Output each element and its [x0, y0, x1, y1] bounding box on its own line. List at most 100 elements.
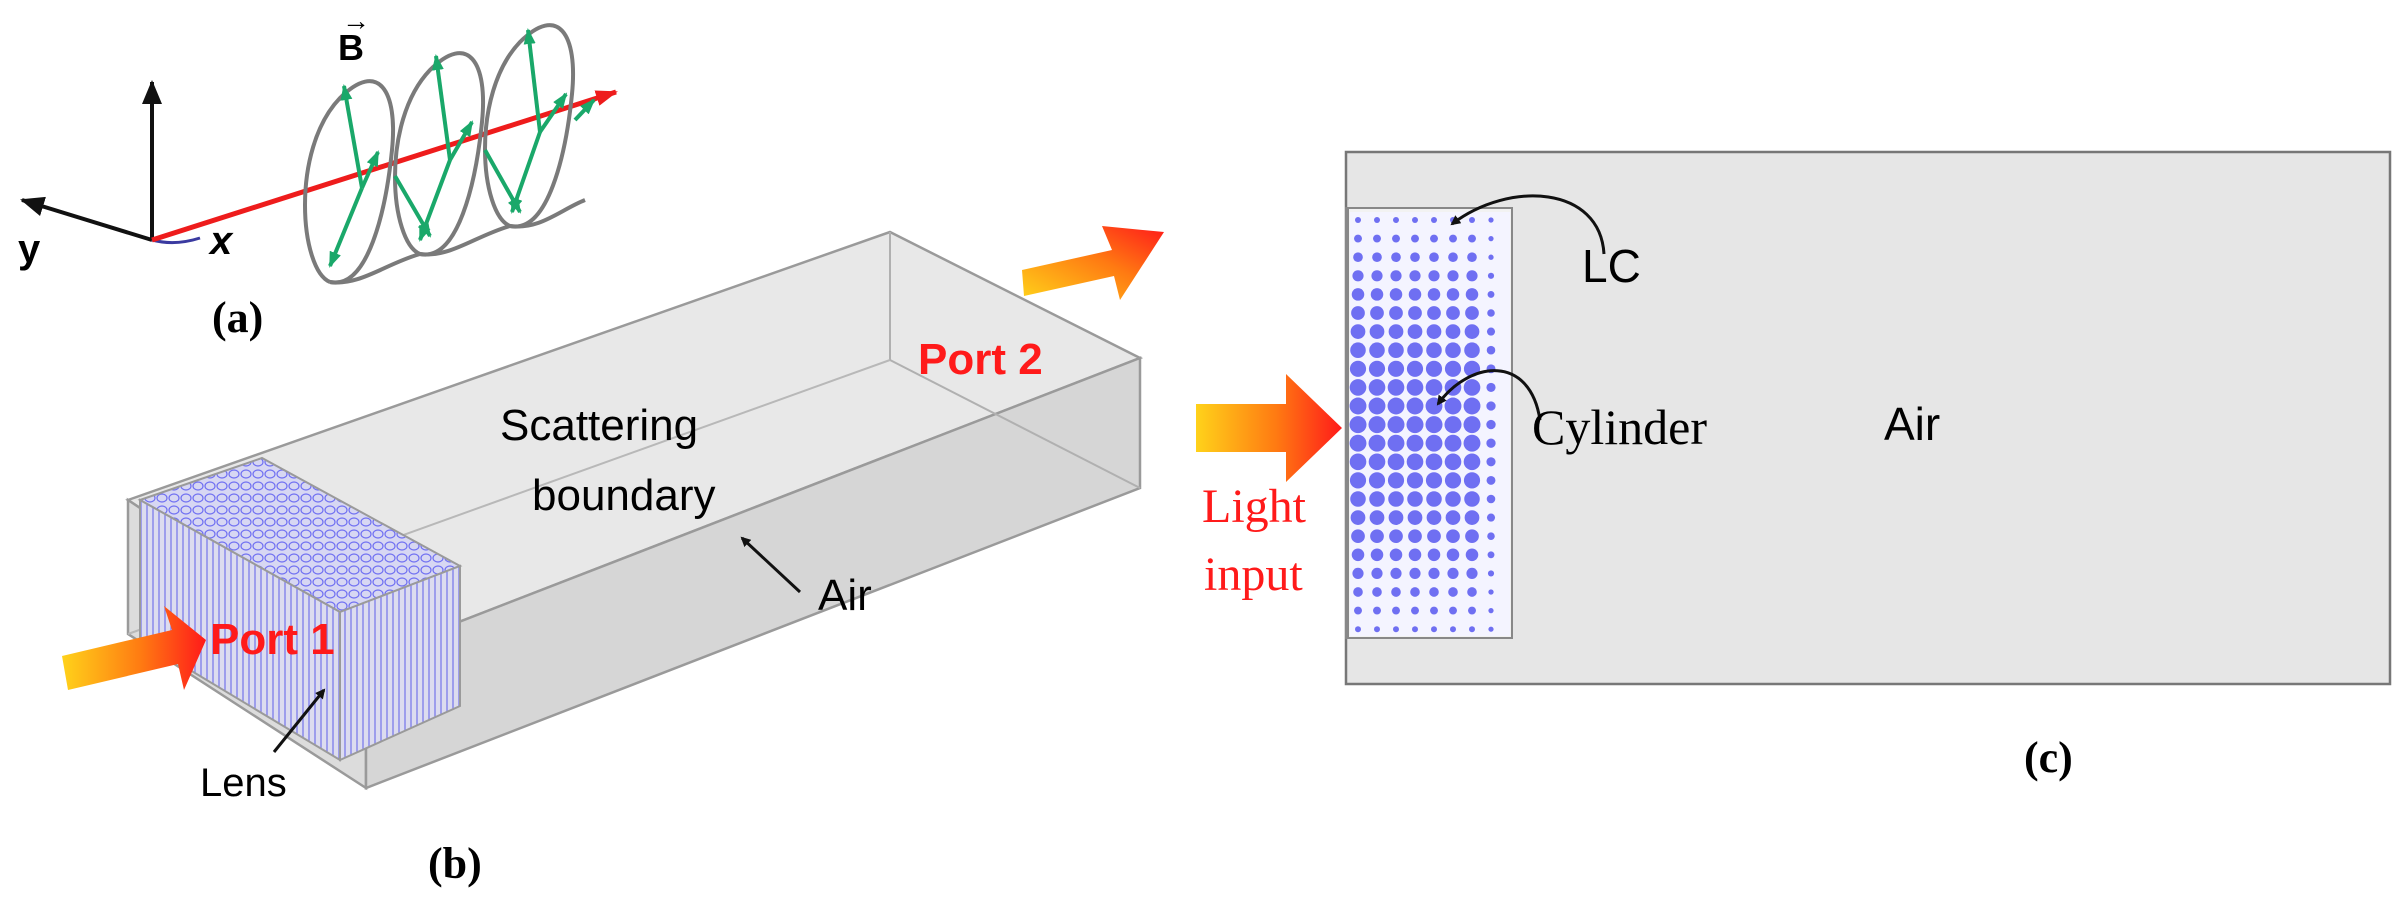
cylinder-dot: [1487, 570, 1495, 577]
cylinder-dot: [1389, 529, 1403, 544]
cylinder-dot: [1368, 416, 1386, 434]
cylinder-dot: [1368, 360, 1386, 377]
cylinder-dot: [1369, 491, 1385, 507]
cylinder-dot: [1448, 252, 1458, 263]
cylinder-dot: [1372, 252, 1382, 263]
cylinder-dot: [1468, 606, 1476, 615]
cylinder-dot: [1469, 217, 1475, 223]
field-vectors: [328, 28, 596, 268]
cylinder-dot: [1425, 360, 1443, 377]
cylinder-dot: [1411, 606, 1419, 615]
cylinder-dot: [1406, 360, 1424, 377]
cylinder-dot: [1446, 548, 1460, 562]
cylinder-dot: [1427, 306, 1441, 320]
air-region: [1344, 150, 2392, 686]
cylinder-dot: [1406, 416, 1424, 434]
scattering-label-line2: boundary: [532, 471, 715, 520]
cylinder-dot: [1429, 587, 1439, 597]
helix: [303, 23, 586, 285]
cylinder-dot: [1368, 379, 1386, 396]
cylinder-dot: [1407, 342, 1423, 358]
cylinder-dot: [1463, 453, 1481, 471]
cylinder-dot: [1466, 270, 1478, 282]
cylinder-dot: [1486, 513, 1496, 522]
cylinder-dot: [1425, 453, 1443, 471]
light-input-line2: input: [1204, 548, 1303, 601]
cylinder-dot: [1446, 288, 1460, 301]
cylinder-dot: [1428, 567, 1440, 579]
cylinder-dot: [1368, 397, 1386, 415]
cylinder-pointer: [1436, 369, 1542, 421]
cylinder-dot: [1390, 567, 1402, 579]
cylinder-dot: [1488, 236, 1494, 242]
cylinder-dot: [1393, 626, 1399, 633]
cylinder-dot: [1354, 606, 1362, 615]
cylinder-dot: [1450, 626, 1456, 633]
cylinder-dot: [1429, 252, 1439, 263]
cylinder-dot: [1426, 324, 1442, 339]
panel-c-label: (c): [2024, 733, 2073, 782]
cylinder-dot: [1468, 234, 1476, 243]
cylinder-dot: [1350, 510, 1366, 525]
cylinder-dot: [1487, 551, 1495, 559]
cylinder-dot: [1370, 306, 1384, 320]
cylinder-dot: [1349, 453, 1367, 471]
cylinder-dot: [1389, 306, 1403, 320]
cylinder-dot: [1408, 288, 1422, 301]
cylinder-dot: [1444, 397, 1462, 415]
cylinder-dot: [1426, 491, 1442, 507]
cylinder-dot: [1389, 288, 1403, 301]
cylinder-dot: [1387, 434, 1405, 452]
cylinder-dot: [1463, 434, 1481, 452]
light-input-line1: Light: [1202, 480, 1307, 533]
cylinder-dot: [1430, 234, 1438, 243]
cylinder-dot: [1463, 379, 1481, 396]
cylinder-dot: [1374, 626, 1380, 633]
cylinder-dot: [1350, 324, 1366, 339]
cylinder-dot: [1373, 234, 1381, 243]
cylinder-dot: [1465, 288, 1479, 301]
cylinder-dot: [1428, 270, 1440, 282]
cylinder-dot: [1488, 626, 1494, 632]
cylinder-dot: [1425, 416, 1443, 434]
cylinder-dot: [1487, 309, 1495, 317]
cylinder-dot: [1427, 548, 1441, 562]
cylinder-dot: [1351, 288, 1365, 301]
cylinder-dot: [1488, 589, 1494, 595]
panel-c: LC Cylinder Air Light input (c): [1196, 150, 2392, 782]
cylinder-dot: [1488, 254, 1494, 260]
cylinder-dot: [1349, 434, 1367, 452]
cylinder-dot: [1387, 397, 1405, 415]
lens-block: [137, 456, 463, 762]
cylinder-dot: [1407, 491, 1423, 507]
cylinder-dot: [1430, 606, 1438, 615]
cylinder-dot: [1369, 324, 1385, 339]
cylinder-dot: [1370, 548, 1384, 562]
b-field-label: B: [338, 27, 364, 68]
panel-b-label: (b): [428, 839, 482, 888]
cylinder-dot: [1427, 529, 1441, 544]
cylinder-dot: [1373, 606, 1381, 615]
cylinder-dot: [1391, 252, 1401, 263]
cylinder-dot: [1388, 491, 1404, 507]
scattering-label-line1: Scattering: [500, 401, 698, 450]
cylinder-dot: [1390, 270, 1402, 282]
cylinder-label: Cylinder: [1532, 399, 1707, 455]
cylinder-dot: [1445, 510, 1461, 525]
cylinder-dot: [1426, 510, 1442, 525]
cylinder-dot: [1412, 626, 1418, 633]
cylinder-dot: [1467, 587, 1477, 597]
cylinder-dot: [1350, 491, 1366, 507]
cylinder-dot: [1486, 327, 1496, 336]
port2-label: Port 2: [918, 335, 1043, 384]
cylinder-dot: [1387, 453, 1405, 471]
cylinder-dot: [1427, 288, 1441, 301]
cylinder-dot: [1388, 324, 1404, 339]
cylinder-dot: [1371, 567, 1383, 579]
cylinder-dot: [1409, 270, 1421, 282]
cylinder-dot: [1447, 567, 1459, 579]
cylinder-dot: [1431, 626, 1437, 633]
cylinder-dot: [1464, 324, 1480, 339]
cylinder-dot: [1388, 342, 1404, 358]
cylinder-dot: [1488, 217, 1494, 223]
